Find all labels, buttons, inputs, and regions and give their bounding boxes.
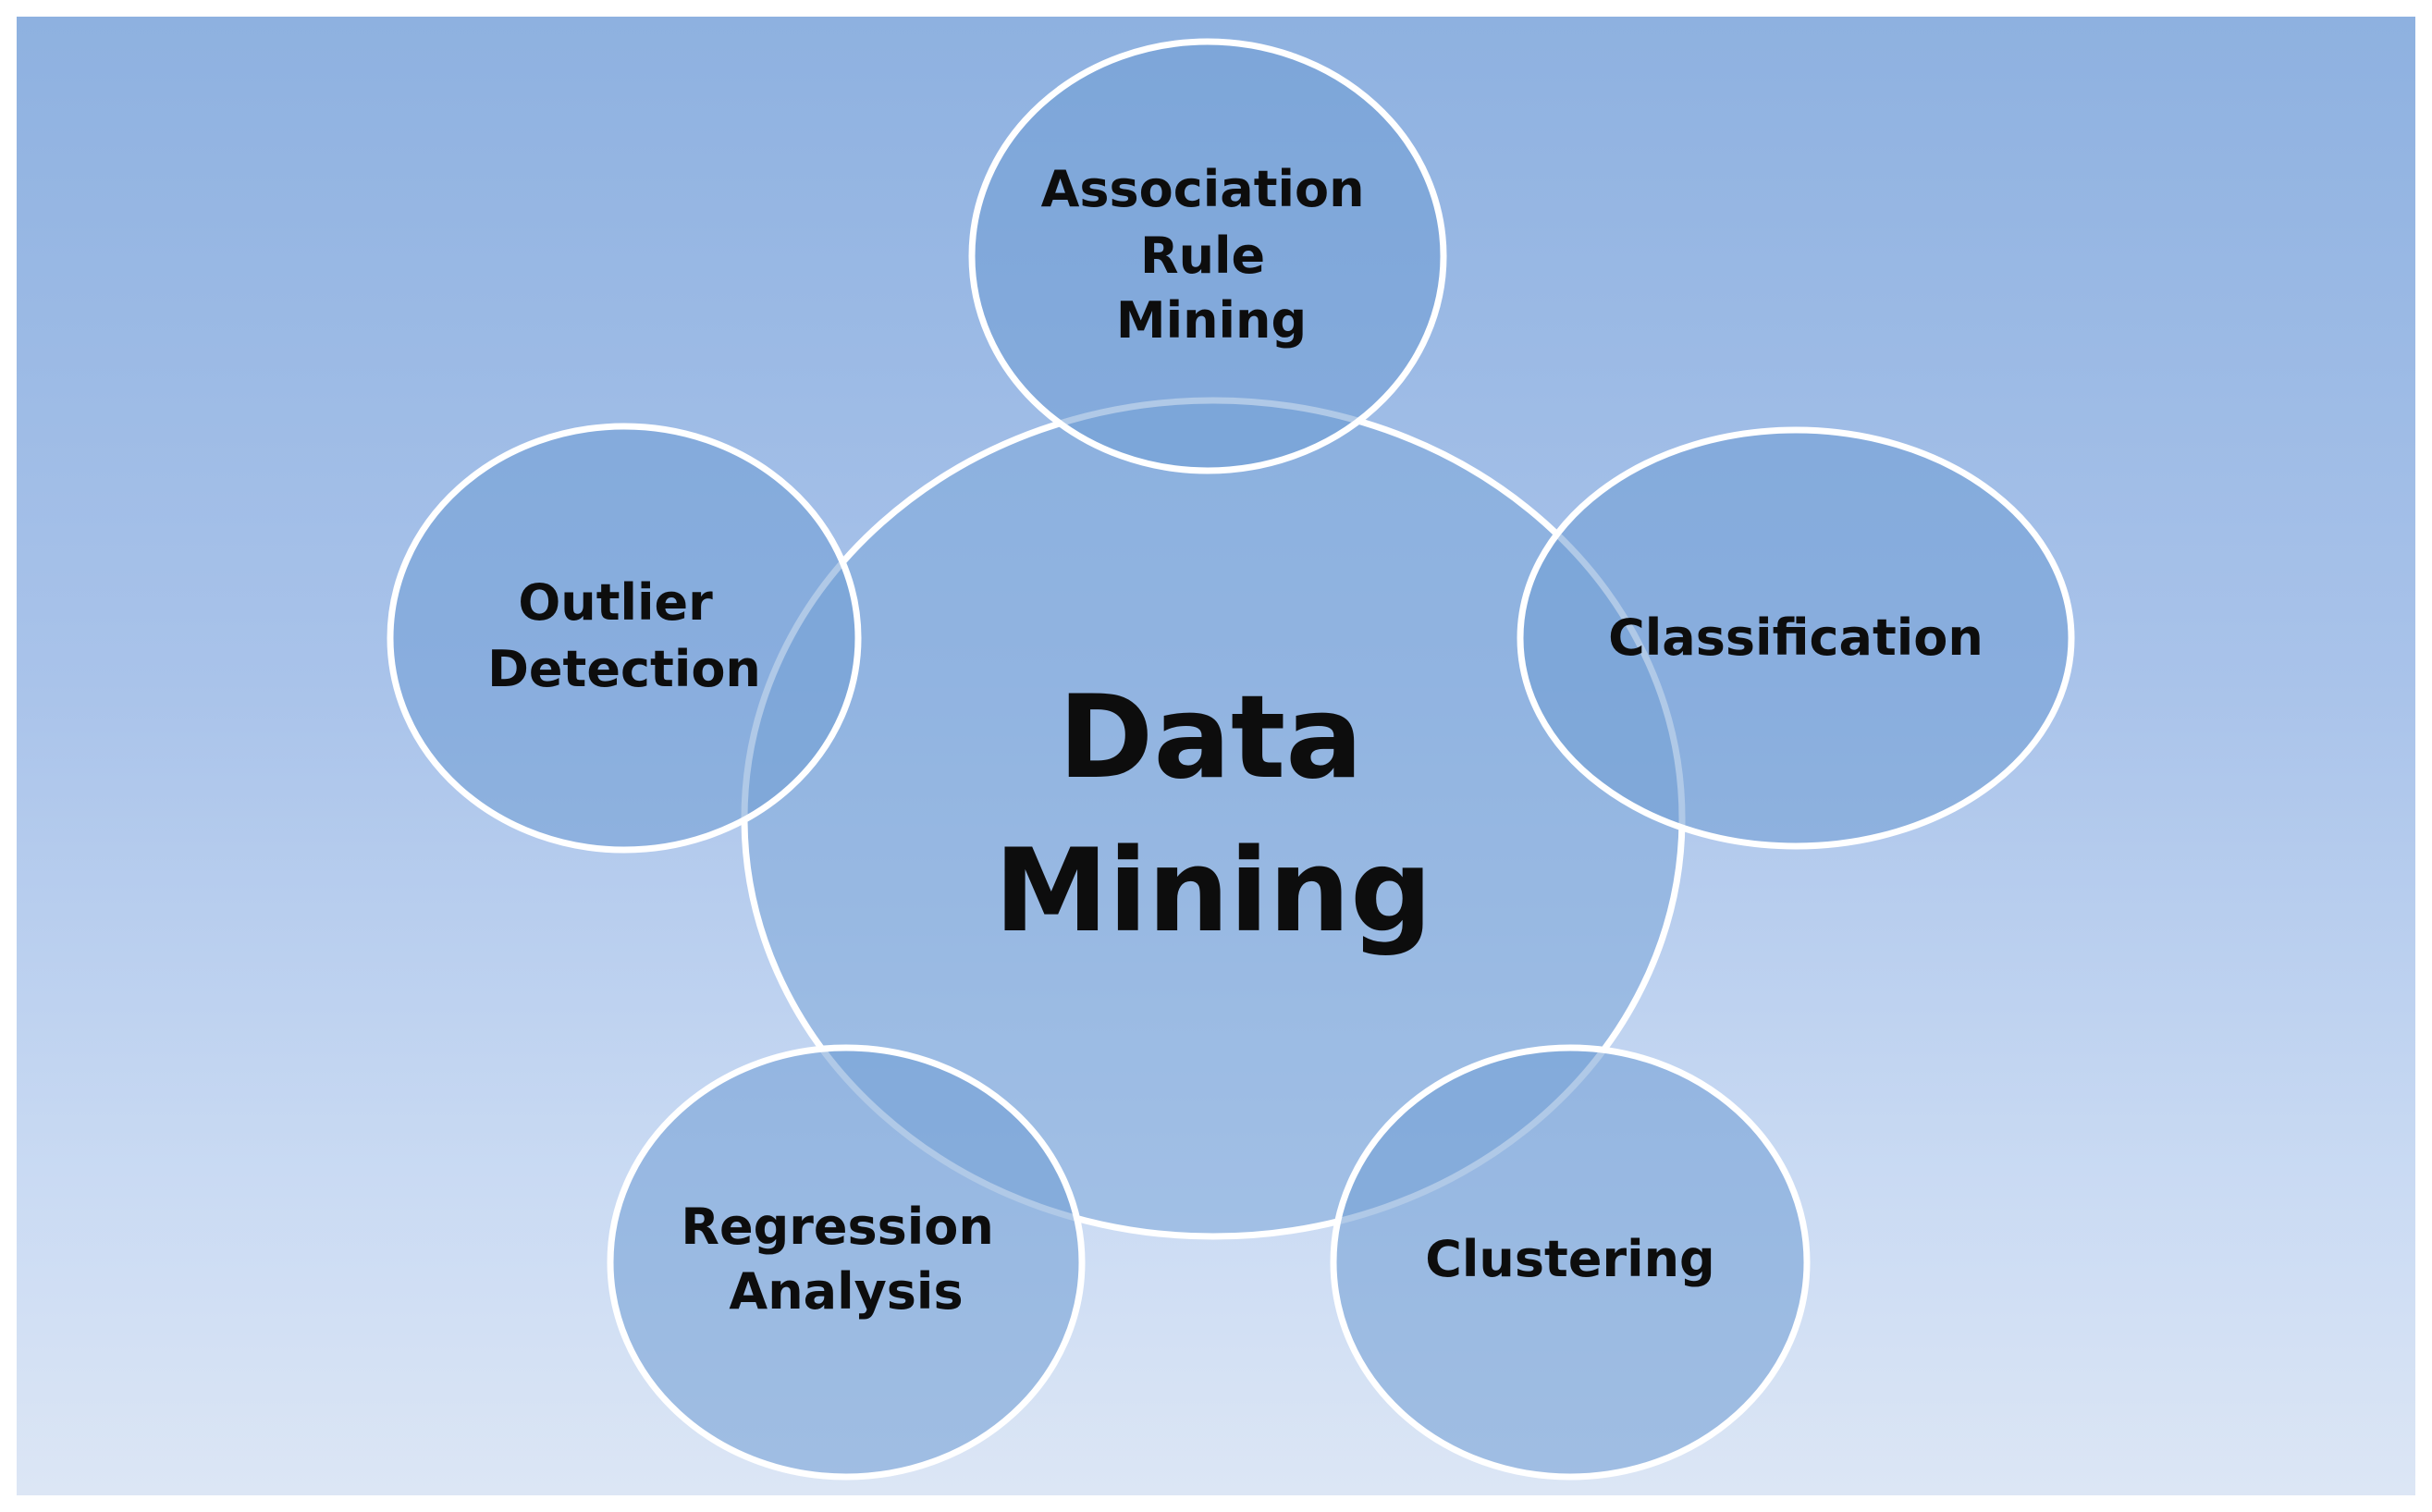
node-label-line: Outlier (518, 573, 713, 632)
node-label-outlier-detection: Outlier Detection (487, 573, 761, 698)
node-label-line: Mining (1116, 291, 1307, 350)
center-label-line-1: Data (1058, 671, 1363, 805)
node-circle-association-rule-mining (968, 38, 1447, 474)
node-label-line: Analysis (729, 1262, 963, 1321)
node-label-line: Detection (487, 640, 761, 698)
node-label-clustering: Clustering (1425, 1230, 1714, 1288)
node-label-classification: Classification (1608, 608, 1984, 667)
node-label-line: Rule (1140, 227, 1265, 285)
node-label-line: Clustering (1425, 1230, 1714, 1288)
node-circle-classification (1517, 426, 2075, 850)
center-label-line-2: Mining (994, 825, 1432, 958)
center-label: Data Mining (994, 671, 1432, 958)
node-label-association-rule-mining: Association Rule Mining (1041, 160, 1382, 350)
node-label-line: Association (1041, 160, 1365, 218)
node-circle-clustering (1330, 1044, 1811, 1481)
node-label-line: Classification (1608, 608, 1984, 667)
node-label-regression-analysis: Regression Analysis (681, 1198, 1011, 1321)
node-circle-regression-analysis (607, 1044, 1086, 1481)
node-label-line: Regression (681, 1198, 993, 1256)
node-circle-outlier-detection (387, 423, 862, 854)
